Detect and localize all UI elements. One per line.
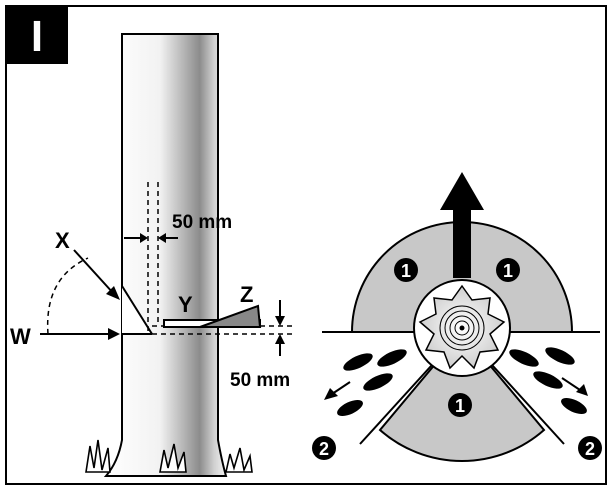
grass-tufts [85,439,253,473]
panel-label-badge: I [6,6,68,64]
footprints-right [509,347,587,415]
width-dimension-label: 50 mm [172,212,232,233]
wedge-z: Z [199,282,262,328]
zone-one-marker-bottom: 1 [448,393,472,417]
zone-two-marker-left: 2 [312,436,336,460]
label-y: Y [178,292,193,317]
height-dimension: 50 mm [230,300,290,391]
panel-label: I [31,12,43,61]
zone-one-text: 1 [503,261,513,281]
escape-arrow-right [561,377,588,396]
height-dimension-label: 50 mm [230,370,290,391]
felling-cut-lines [147,182,292,335]
stump-top [413,279,511,377]
zone-one-marker-right: 1 [496,258,520,282]
frame-border [5,5,607,485]
tree-trunk [103,33,228,477]
zone-two-text: 2 [319,439,329,459]
zone-one-marker-left: 1 [394,258,418,282]
pointer-w: W [10,324,120,349]
footprints-left [337,349,407,417]
zone-one-text: 1 [455,396,465,416]
label-x: X [55,228,70,253]
pointer-x: X [55,228,120,300]
label-w: W [10,324,31,349]
notch-angle-arc [46,257,89,335]
zone-two-text: 2 [585,439,595,459]
label-z: Z [240,282,253,307]
zone-two-marker-right: 2 [578,436,602,460]
zone-one-text: 1 [401,261,411,281]
felling-direction-arrow [440,172,484,278]
width-dimension: 50 mm [124,212,232,243]
notch-cut [121,285,153,335]
escape-arrow-left [324,381,351,400]
